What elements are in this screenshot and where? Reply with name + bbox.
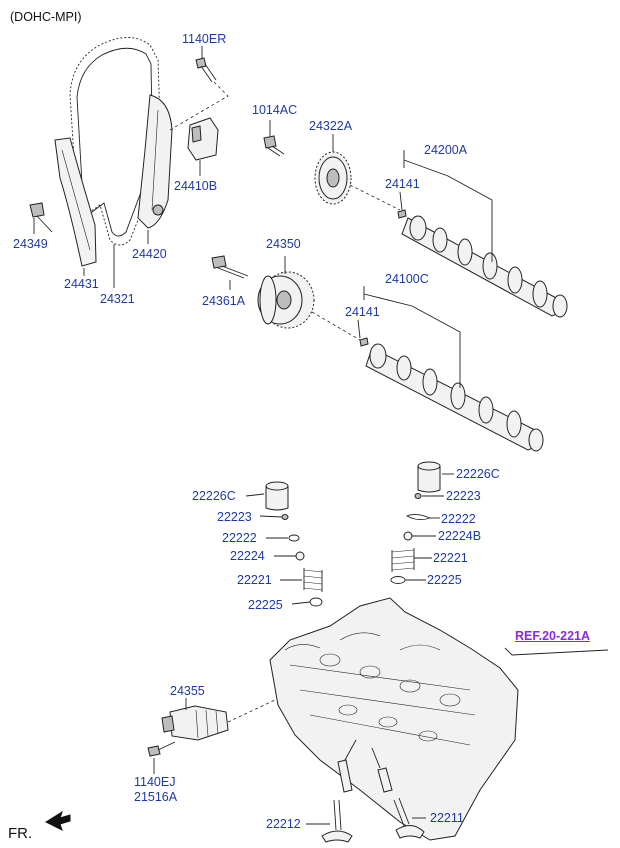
valve-stack-right (390, 461, 441, 584)
front-arrow-icon (44, 810, 71, 831)
cylinder-head (269, 597, 609, 841)
label-leaders (33, 46, 454, 825)
tensioner-arm-24420 (137, 94, 173, 229)
timing-chain-24321 (69, 37, 161, 246)
part-label-22225-left[interactable]: 22225 (248, 598, 283, 612)
part-label-22224B[interactable]: 22224B (438, 529, 482, 543)
cam-sprocket-24322A (314, 151, 401, 211)
part-label-24100C[interactable]: 24100C (385, 272, 429, 286)
cvvt-24350 (257, 271, 361, 341)
part-label-24355[interactable]: 24355 (170, 684, 205, 698)
part-label-22223-left[interactable]: 22223 (217, 510, 252, 524)
bolt-1140ER (169, 57, 229, 131)
part-label-24141-intake[interactable]: 24141 (345, 305, 380, 319)
part-label-24349[interactable]: 24349 (13, 237, 48, 251)
part-label-24361A[interactable]: 24361A (202, 294, 246, 308)
part-label-21516A[interactable]: 21516A (134, 790, 178, 804)
part-label-1140EJ[interactable]: 1140EJ (134, 775, 176, 789)
leader-24200A (403, 150, 493, 262)
part-label-22221-right[interactable]: 22221 (433, 551, 468, 565)
part-label-24141-exhaust[interactable]: 24141 (385, 177, 420, 191)
part-label-24431[interactable]: 24431 (64, 277, 99, 291)
part-label-22226C-left[interactable]: 22226C (192, 489, 236, 503)
chain-guide-24431 (54, 137, 97, 267)
part-label-22226C-right[interactable]: 22226C (456, 467, 500, 481)
part-label-24350[interactable]: 24350 (266, 237, 301, 251)
part-label-22211[interactable]: 22211 (430, 811, 464, 825)
part-label-24322A[interactable]: 24322A (309, 119, 353, 133)
valve-stack-left (265, 481, 323, 607)
tensioner-24410B (187, 117, 219, 172)
part-label-22225-right[interactable]: 22225 (427, 573, 462, 587)
pin-24349 (29, 202, 53, 233)
camshaft-24100C (359, 337, 544, 452)
part-label-22221-left[interactable]: 22221 (237, 573, 272, 587)
intake-valve-22212 (321, 759, 353, 843)
leader-24100C (363, 286, 461, 388)
reference-link-20-221A[interactable]: REF.20-221A (515, 629, 591, 643)
exhaust-valve-22211 (377, 767, 425, 839)
part-label-24321[interactable]: 24321 (100, 292, 135, 306)
bolt-1014AC (263, 135, 285, 157)
part-label-24420[interactable]: 24420 (132, 247, 167, 261)
valve-leaders (344, 739, 381, 769)
part-label-22223-right[interactable]: 22223 (446, 489, 481, 503)
part-label-1014AC[interactable]: 1014AC (252, 103, 298, 117)
part-label-24200A[interactable]: 24200A (424, 143, 468, 157)
part-label-24410B[interactable]: 24410B (174, 179, 218, 193)
bolt-24361A (211, 255, 249, 279)
part-label-22224[interactable]: 22224 (230, 549, 265, 563)
variant-header: (DOHC-MPI) (10, 10, 82, 24)
oil-control-valve-24355 (147, 699, 276, 757)
front-marker-label: FR. (8, 825, 33, 842)
part-label-22222-right[interactable]: 22222 (441, 512, 476, 526)
part-label-1140ER[interactable]: 1140ER (182, 32, 227, 46)
part-label-22222-left[interactable]: 22222 (222, 531, 257, 545)
camshaft-24200A (397, 209, 568, 318)
part-label-22212[interactable]: 22212 (266, 817, 301, 831)
